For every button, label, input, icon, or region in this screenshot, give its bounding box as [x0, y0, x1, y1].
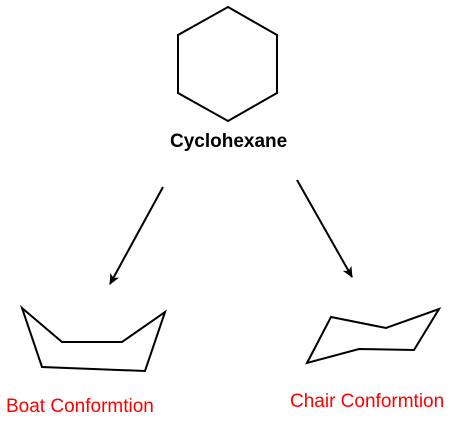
arrow-to-boat	[109, 186, 164, 285]
molecule-title: Cyclohexane	[170, 131, 288, 152]
boat-conformation-shape	[19, 304, 167, 373]
arrow-to-chair	[296, 179, 353, 278]
boat-conformation-label: Boat Conformtion	[6, 396, 154, 417]
cyclohexane-hexagon	[177, 5, 278, 123]
chair-conformation-label: Chair Conformtion	[290, 391, 445, 412]
chair-conformation-shape	[305, 307, 442, 365]
